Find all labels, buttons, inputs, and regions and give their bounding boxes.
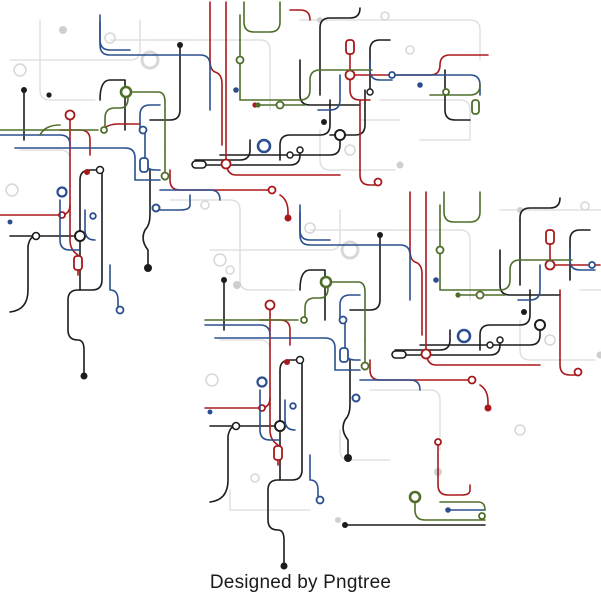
green-dots bbox=[255, 102, 261, 108]
gray-nodes bbox=[5, 11, 415, 275]
green-traces bbox=[204, 191, 573, 521]
gray-dots bbox=[233, 207, 601, 523]
red-traces bbox=[204, 191, 601, 496]
gray-traces bbox=[209, 209, 601, 511]
red-traces bbox=[0, 1, 489, 276]
blue-traces bbox=[204, 204, 596, 511]
black-nodes bbox=[31, 88, 374, 242]
watermark-caption: Designed by Pngtree bbox=[209, 572, 392, 593]
red-dots bbox=[284, 359, 492, 412]
green-dots bbox=[455, 292, 461, 298]
circuit-cluster-bottom-right bbox=[204, 191, 601, 570]
gray-nodes bbox=[205, 201, 590, 483]
red-nodes bbox=[58, 39, 383, 271]
gray-traces bbox=[9, 19, 481, 261]
circuit-cluster-top-left bbox=[0, 1, 489, 380]
blue-nodes bbox=[56, 71, 396, 315]
black-dots bbox=[21, 42, 327, 380]
black-traces bbox=[209, 197, 591, 567]
green-traces bbox=[0, 1, 481, 176]
blue-dots bbox=[207, 277, 451, 513]
black-dots bbox=[221, 232, 527, 570]
green-nodes bbox=[300, 245, 486, 520]
blue-nodes bbox=[256, 261, 596, 505]
blue-traces bbox=[0, 14, 481, 311]
black-nodes bbox=[231, 319, 546, 432]
red-dots bbox=[84, 102, 292, 222]
green-nodes bbox=[100, 55, 480, 181]
blue-dots bbox=[7, 82, 423, 225]
